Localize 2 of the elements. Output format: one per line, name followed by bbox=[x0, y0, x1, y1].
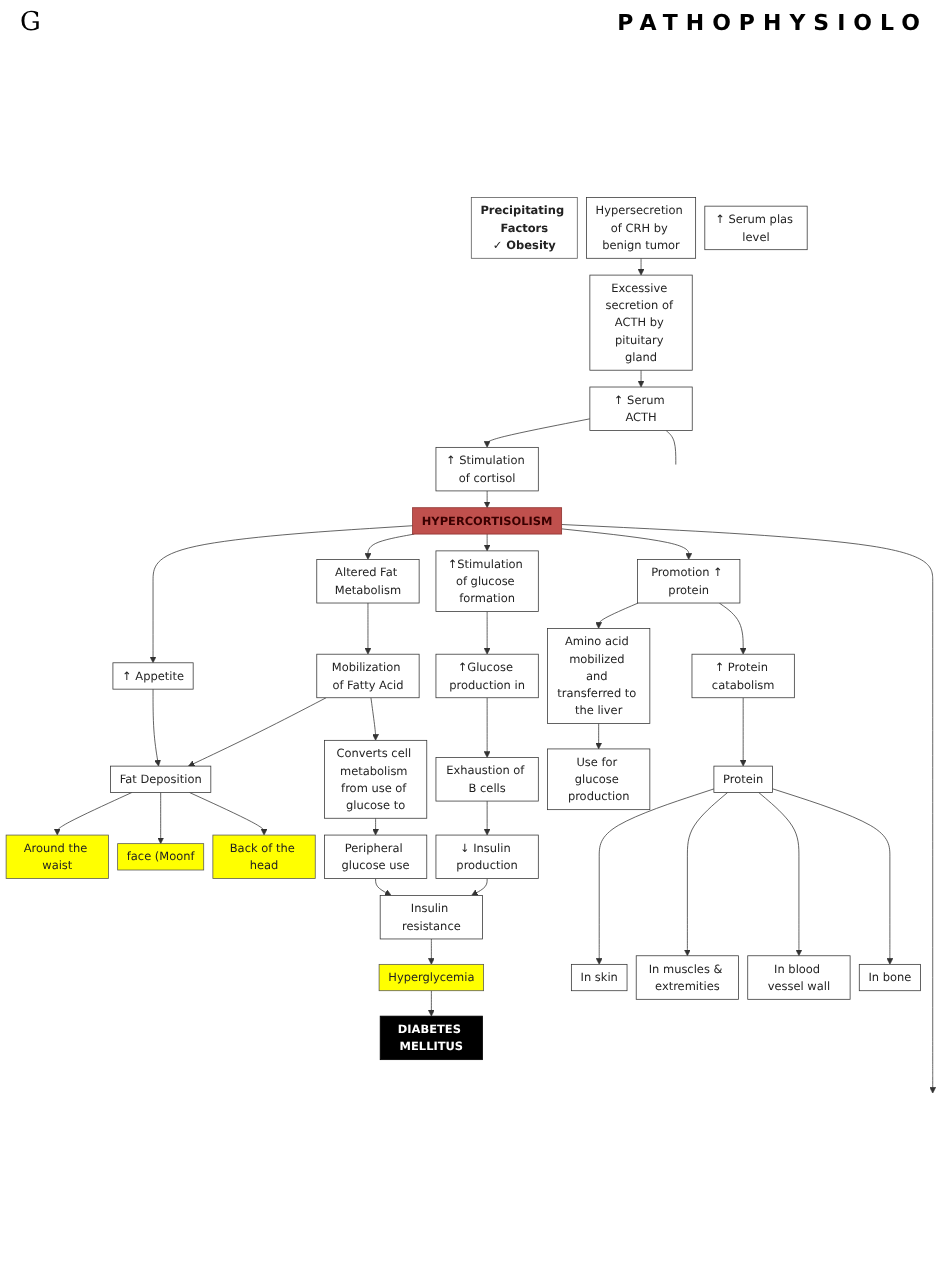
diagram-title: PATHOPHYSIOLO bbox=[617, 10, 928, 36]
label-text: G bbox=[20, 8, 41, 38]
